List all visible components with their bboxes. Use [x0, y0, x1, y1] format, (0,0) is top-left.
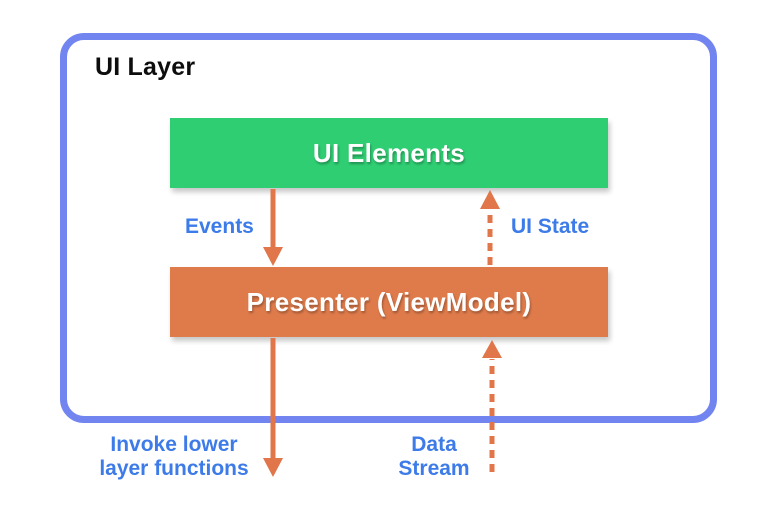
edge-invoke-label-line2: layer functions [99, 457, 249, 480]
ui-layer-container [60, 33, 717, 423]
edge-data-stream-label-line2: Stream [398, 457, 470, 480]
ui-layer-title: UI Layer [95, 53, 196, 81]
edge-invoke-label: Invoke lower layer functions [84, 433, 264, 481]
edge-data-stream-arrow [482, 340, 502, 472]
edge-events-label: Events [185, 215, 254, 238]
node-ui-elements-label: UI Elements [312, 137, 466, 168]
edge-ui-state-arrow [480, 190, 500, 265]
edge-invoke-label-line1: Invoke lower [110, 433, 238, 456]
edge-events-arrow [263, 189, 283, 266]
edge-data-stream-label-line1: Data [411, 433, 457, 456]
node-presenter: Presenter (ViewModel) [170, 267, 608, 337]
edge-data-stream-label: Data Stream [384, 433, 484, 481]
node-ui-elements: UI Elements [170, 118, 608, 188]
edge-ui-state-label: UI State [511, 215, 590, 238]
edge-invoke-arrow [263, 338, 283, 477]
node-presenter-label: Presenter (ViewModel) [246, 286, 532, 317]
